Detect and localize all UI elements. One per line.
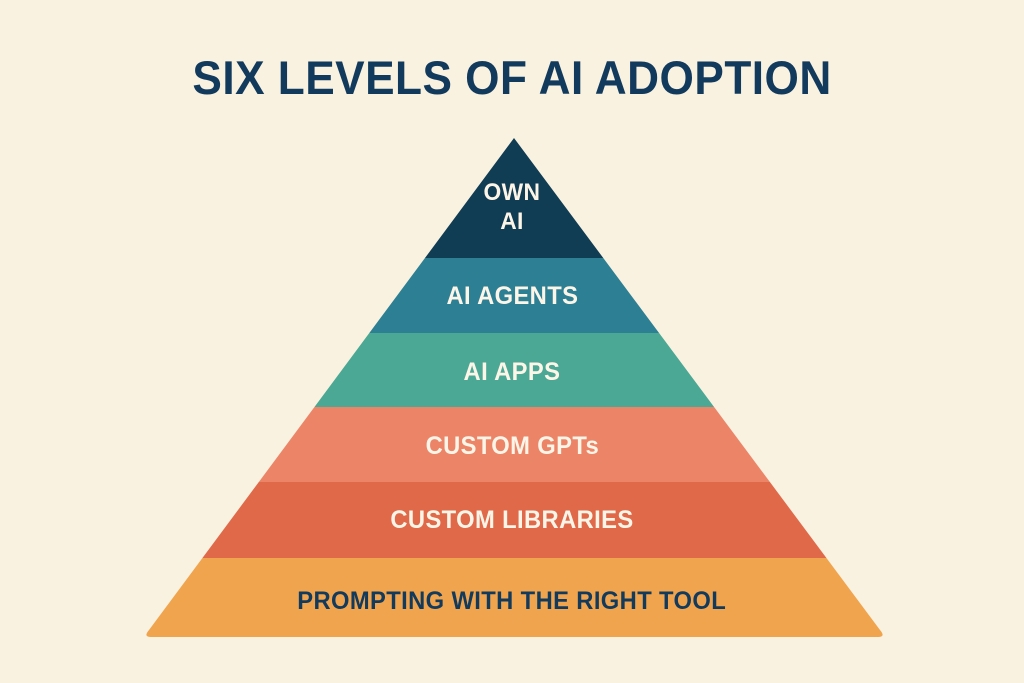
title-block: SIX LEVELS OF AI ADOPTION — [0, 50, 1024, 106]
pyramid-label-prompting: PROMPTING WITH THE RIGHT TOOL — [0, 586, 1024, 616]
pyramid-label-own-ai-line1: OWN — [483, 179, 541, 206]
pyramid-tier-prompting[interactable] — [0, 558, 1024, 640]
pyramid-label-custom-libraries: CUSTOM LIBRARIES — [0, 505, 1024, 535]
pyramid-label-ai-apps: AI APPS — [0, 357, 1024, 387]
pyramid-label-own-ai-line2: AI — [500, 208, 524, 235]
pyramid-label-ai-apps-text: AI APPS — [463, 358, 561, 386]
pyramid-label-custom-gpts: CUSTOM GPTs — [0, 431, 1024, 461]
pyramid-label-prompting-text: PROMPTING WITH THE RIGHT TOOL — [297, 587, 727, 615]
pyramid-label-ai-agents-text: AI AGENTS — [446, 282, 578, 310]
pyramid-tier-custom-libraries[interactable] — [0, 482, 1024, 558]
pyramid-label-own-ai: OWN AI — [0, 178, 1024, 236]
pyramid-label-custom-libraries-text: CUSTOM LIBRARIES — [390, 506, 634, 534]
page-title: SIX LEVELS OF AI ADOPTION — [192, 51, 832, 104]
pyramid-label-ai-agents: AI AGENTS — [0, 281, 1024, 311]
pyramid-label-custom-gpts-text: CUSTOM GPTs — [425, 432, 599, 460]
